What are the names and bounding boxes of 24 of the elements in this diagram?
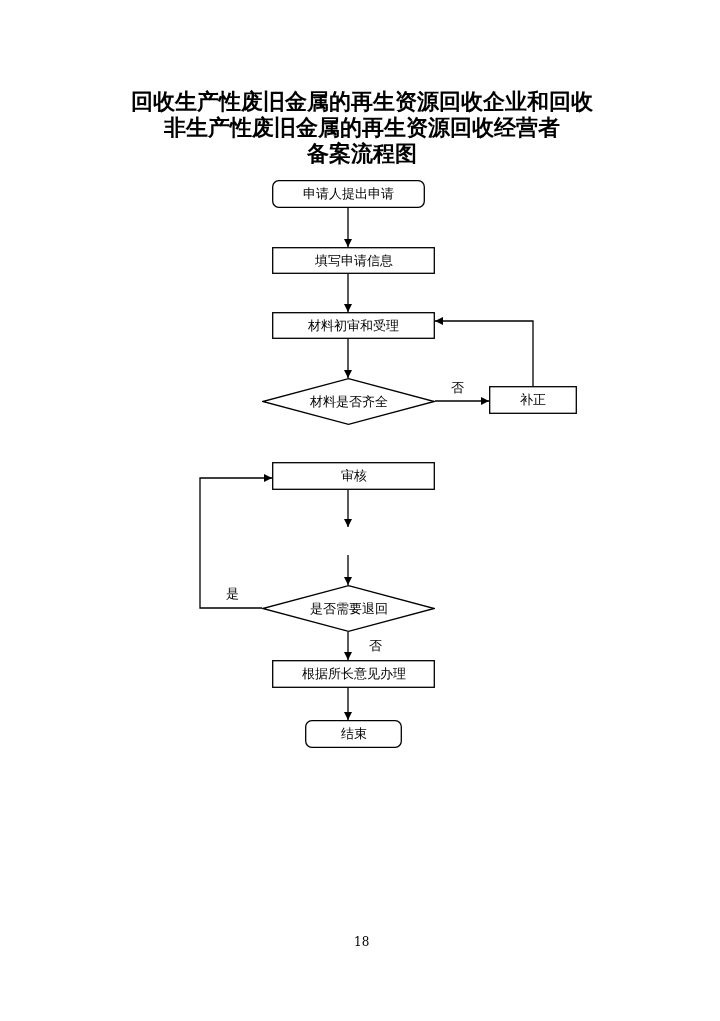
node-label: 根据所长意见办理 (301, 665, 406, 683)
arrow (344, 631, 352, 661)
arrow (434, 317, 534, 387)
arrow (434, 397, 490, 405)
arrow (199, 474, 273, 609)
node-label: 是否需要退回 (309, 599, 388, 618)
arrow (344, 207, 352, 248)
arrow (344, 338, 352, 379)
arrow (344, 687, 352, 721)
edge-label: 否 (367, 638, 384, 653)
node-label: 材料初审和受理 (308, 316, 399, 335)
node-label: 补正 (520, 391, 546, 409)
edge-label: 否 (449, 380, 466, 395)
arrow (344, 554, 352, 586)
node-label: 结束 (340, 725, 367, 743)
diagram-title: 回收生产性废旧金属的再生资源回收企业和回收非生产性废旧金属的再生资源回收经营者备案流程图 (130, 88, 594, 166)
edge-label: 是 (224, 586, 241, 601)
node-label: 申请人提出申请 (303, 185, 394, 203)
page-number: 18 (354, 935, 370, 949)
node-label: 材料是否齐全 (309, 392, 388, 411)
arrow (344, 273, 352, 313)
node-label: 填写申请信息 (314, 251, 393, 270)
node-label: 审核 (340, 467, 367, 485)
arrow (344, 489, 352, 528)
